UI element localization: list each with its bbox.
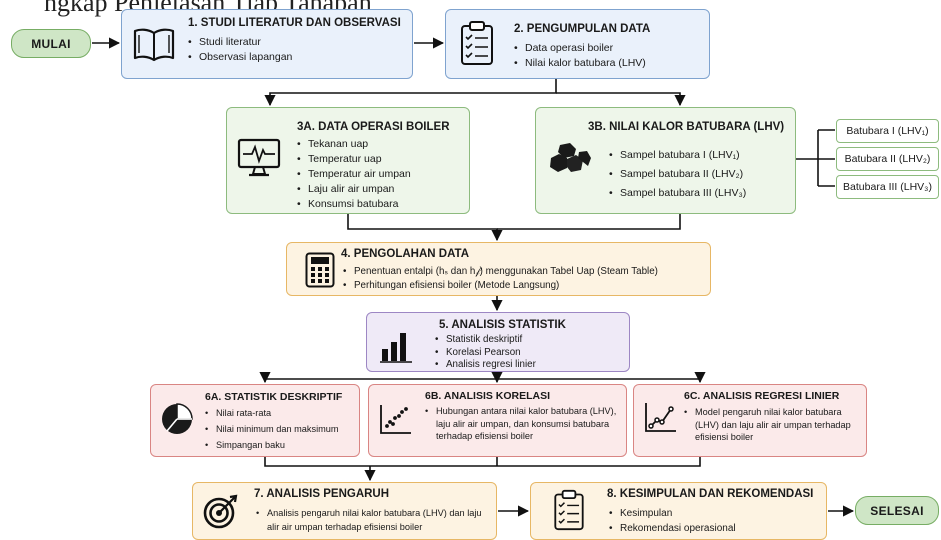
stage-2-items: Data operasi boiler Nilai kalor batubara…: [514, 41, 646, 71]
bar-chart-icon: [380, 333, 412, 363]
stage-3a-item: Temperatur uap: [297, 152, 411, 167]
stage-6b-title: 6B. ANALISIS KORELASI: [425, 390, 551, 402]
stage-3a-item: Tekanan uap: [297, 137, 411, 152]
stage-5-box: 5. ANALISIS STATISTIK Statistik deskript…: [366, 312, 630, 372]
stage-6b-box: 6B. ANALISIS KORELASI Hubungan antara ni…: [368, 384, 627, 457]
stage-6c-title: 6C. ANALISIS REGRESI LINIER: [684, 390, 840, 402]
coal-sample-label: Batubara I (LHV₁): [846, 125, 929, 137]
end-label: SELESAI: [870, 503, 924, 518]
stage-3b-box: 3B. NILAI KALOR BATUBARA (LHV) Sampel ba…: [535, 107, 796, 214]
stage-6b-items: Hubungan antara nilai kalor batubara (LH…: [425, 405, 621, 443]
stage-4-items: Penentuan entalpi (hₛ dan h𝒻) menggunaka…: [343, 265, 658, 293]
stage-3b-item: Sampel batubara II (LHV₂): [609, 165, 746, 184]
stage-6a-item: Nilai rata-rata: [205, 405, 339, 421]
book-icon: [133, 28, 175, 62]
stage-1-item: Observasi lapangan: [188, 50, 292, 65]
stage-3b-items: Sampel batubara I (LHV₁) Sampel batubara…: [609, 146, 746, 203]
clipboard-checklist-icon: [461, 21, 493, 65]
stage-3a-items: Tekanan uap Temperatur uap Temperatur ai…: [297, 137, 411, 212]
coal-sample-box: Batubara II (LHV₂): [836, 147, 939, 171]
end-terminal: SELESAI: [855, 496, 939, 525]
start-label: MULAI: [31, 36, 71, 51]
stage-5-title: 5. ANALISIS STATISTIK: [439, 319, 566, 331]
scatter-plot-icon: [380, 405, 411, 434]
stage-3b-item: Sampel batubara I (LHV₁): [609, 146, 746, 165]
start-terminal: MULAI: [11, 29, 91, 58]
stage-3a-item: Temperatur air umpan: [297, 167, 411, 182]
stage-7-title: 7. ANALISIS PENGARUH: [254, 488, 390, 500]
stage-6c-box: 6C. ANALISIS REGRESI LINIER Model pengar…: [633, 384, 867, 457]
stage-2-title: 2. PENGUMPULAN DATA: [514, 23, 651, 35]
calculator-icon: [305, 252, 335, 288]
stage-2-item: Data operasi boiler: [514, 41, 646, 56]
stage-6a-items: Nilai rata-rata Nilai minimum dan maksim…: [205, 405, 339, 453]
stage-4-item: Penentuan entalpi (hₛ dan h𝒻) menggunaka…: [343, 265, 658, 279]
stage-7-box: 7. ANALISIS PENGARUH Analisis pengaruh n…: [192, 482, 497, 540]
stage-8-title: 8. KESIMPULAN DAN REKOMENDASI: [607, 488, 814, 500]
stage-6a-title: 6A. STATISTIK DESKRIPTIF: [205, 391, 343, 403]
stage-1-item: Studi literatur: [188, 35, 292, 50]
stage-6a-item: Nilai minimum dan maksimum: [205, 421, 339, 437]
stage-5-item: Statistik deskriptif: [435, 334, 536, 347]
stage-3a-item: Laju alir air umpan: [297, 182, 411, 197]
target-icon: [203, 494, 238, 529]
coal-sample-label: Batubara III (LHV₃): [843, 181, 932, 193]
stage-4-item: Perhitungan efisiensi boiler (Metode Lan…: [343, 279, 658, 293]
coal-sample-box: Batubara III (LHV₃): [836, 175, 939, 199]
stage-4-box: 4. PENGOLAHAN DATA Penentuan entalpi (hₛ…: [286, 242, 711, 296]
stage-5-items: Statistik deskriptif Korelasi Pearson An…: [435, 334, 536, 372]
coal-lumps-icon: [550, 143, 591, 172]
stage-6a-item: Simpangan baku: [205, 437, 339, 453]
stage-3b-item: Sampel batubara III (LHV₃): [609, 184, 746, 203]
pie-chart-icon: [162, 403, 193, 434]
stage-4-title: 4. PENGOLAHAN DATA: [341, 248, 469, 260]
stage-3a-item: Konsumsi batubara: [297, 197, 411, 212]
stage-1-box: 1. STUDI LITERATUR DAN OBSERVASI Studi l…: [121, 9, 413, 79]
stage-7-items: Analisis pengaruh nilai kalor batubara (…: [256, 506, 494, 534]
stage-2-item: Nilai kalor batubara (LHV): [514, 56, 646, 71]
clipboard-checklist-icon: [554, 489, 584, 531]
stage-8-box: 8. KESIMPULAN DAN REKOMENDASI Kesimpulan…: [530, 482, 827, 540]
stage-8-item: Rekomendasi operasional: [609, 521, 736, 536]
stage-7-item: Analisis pengaruh nilai kalor batubara (…: [256, 506, 494, 534]
stage-8-item: Kesimpulan: [609, 506, 736, 521]
stage-1-items: Studi literatur Observasi lapangan: [188, 35, 292, 65]
stage-6c-items: Model pengaruh nilai kalor batubara (LHV…: [684, 406, 864, 444]
trend-line-icon: [645, 403, 676, 432]
stage-2-box: 2. PENGUMPULAN DATA Data operasi boiler …: [445, 9, 710, 79]
coal-sample-label: Batubara II (LHV₂): [844, 153, 931, 165]
stage-6c-item: Model pengaruh nilai kalor batubara (LHV…: [684, 406, 864, 444]
stage-3b-title: 3B. NILAI KALOR BATUBARA (LHV): [588, 121, 785, 133]
stage-5-item: Analisis regresi linier: [435, 359, 536, 372]
monitor-heartbeat-icon: [237, 138, 281, 177]
stage-6b-item: Hubungan antara nilai kalor batubara (LH…: [425, 405, 621, 443]
stage-5-item: Korelasi Pearson: [435, 347, 536, 360]
stage-6a-box: 6A. STATISTIK DESKRIPTIF Nilai rata-rata…: [150, 384, 360, 457]
stage-3a-box: 3A. DATA OPERASI BOILER Tekanan uap Temp…: [226, 107, 470, 214]
stage-3a-title: 3A. DATA OPERASI BOILER: [297, 121, 450, 133]
stage-8-items: Kesimpulan Rekomendasi operasional: [609, 506, 736, 536]
coal-sample-box: Batubara I (LHV₁): [836, 119, 939, 143]
stage-1-title: 1. STUDI LITERATUR DAN OBSERVASI: [188, 17, 401, 29]
